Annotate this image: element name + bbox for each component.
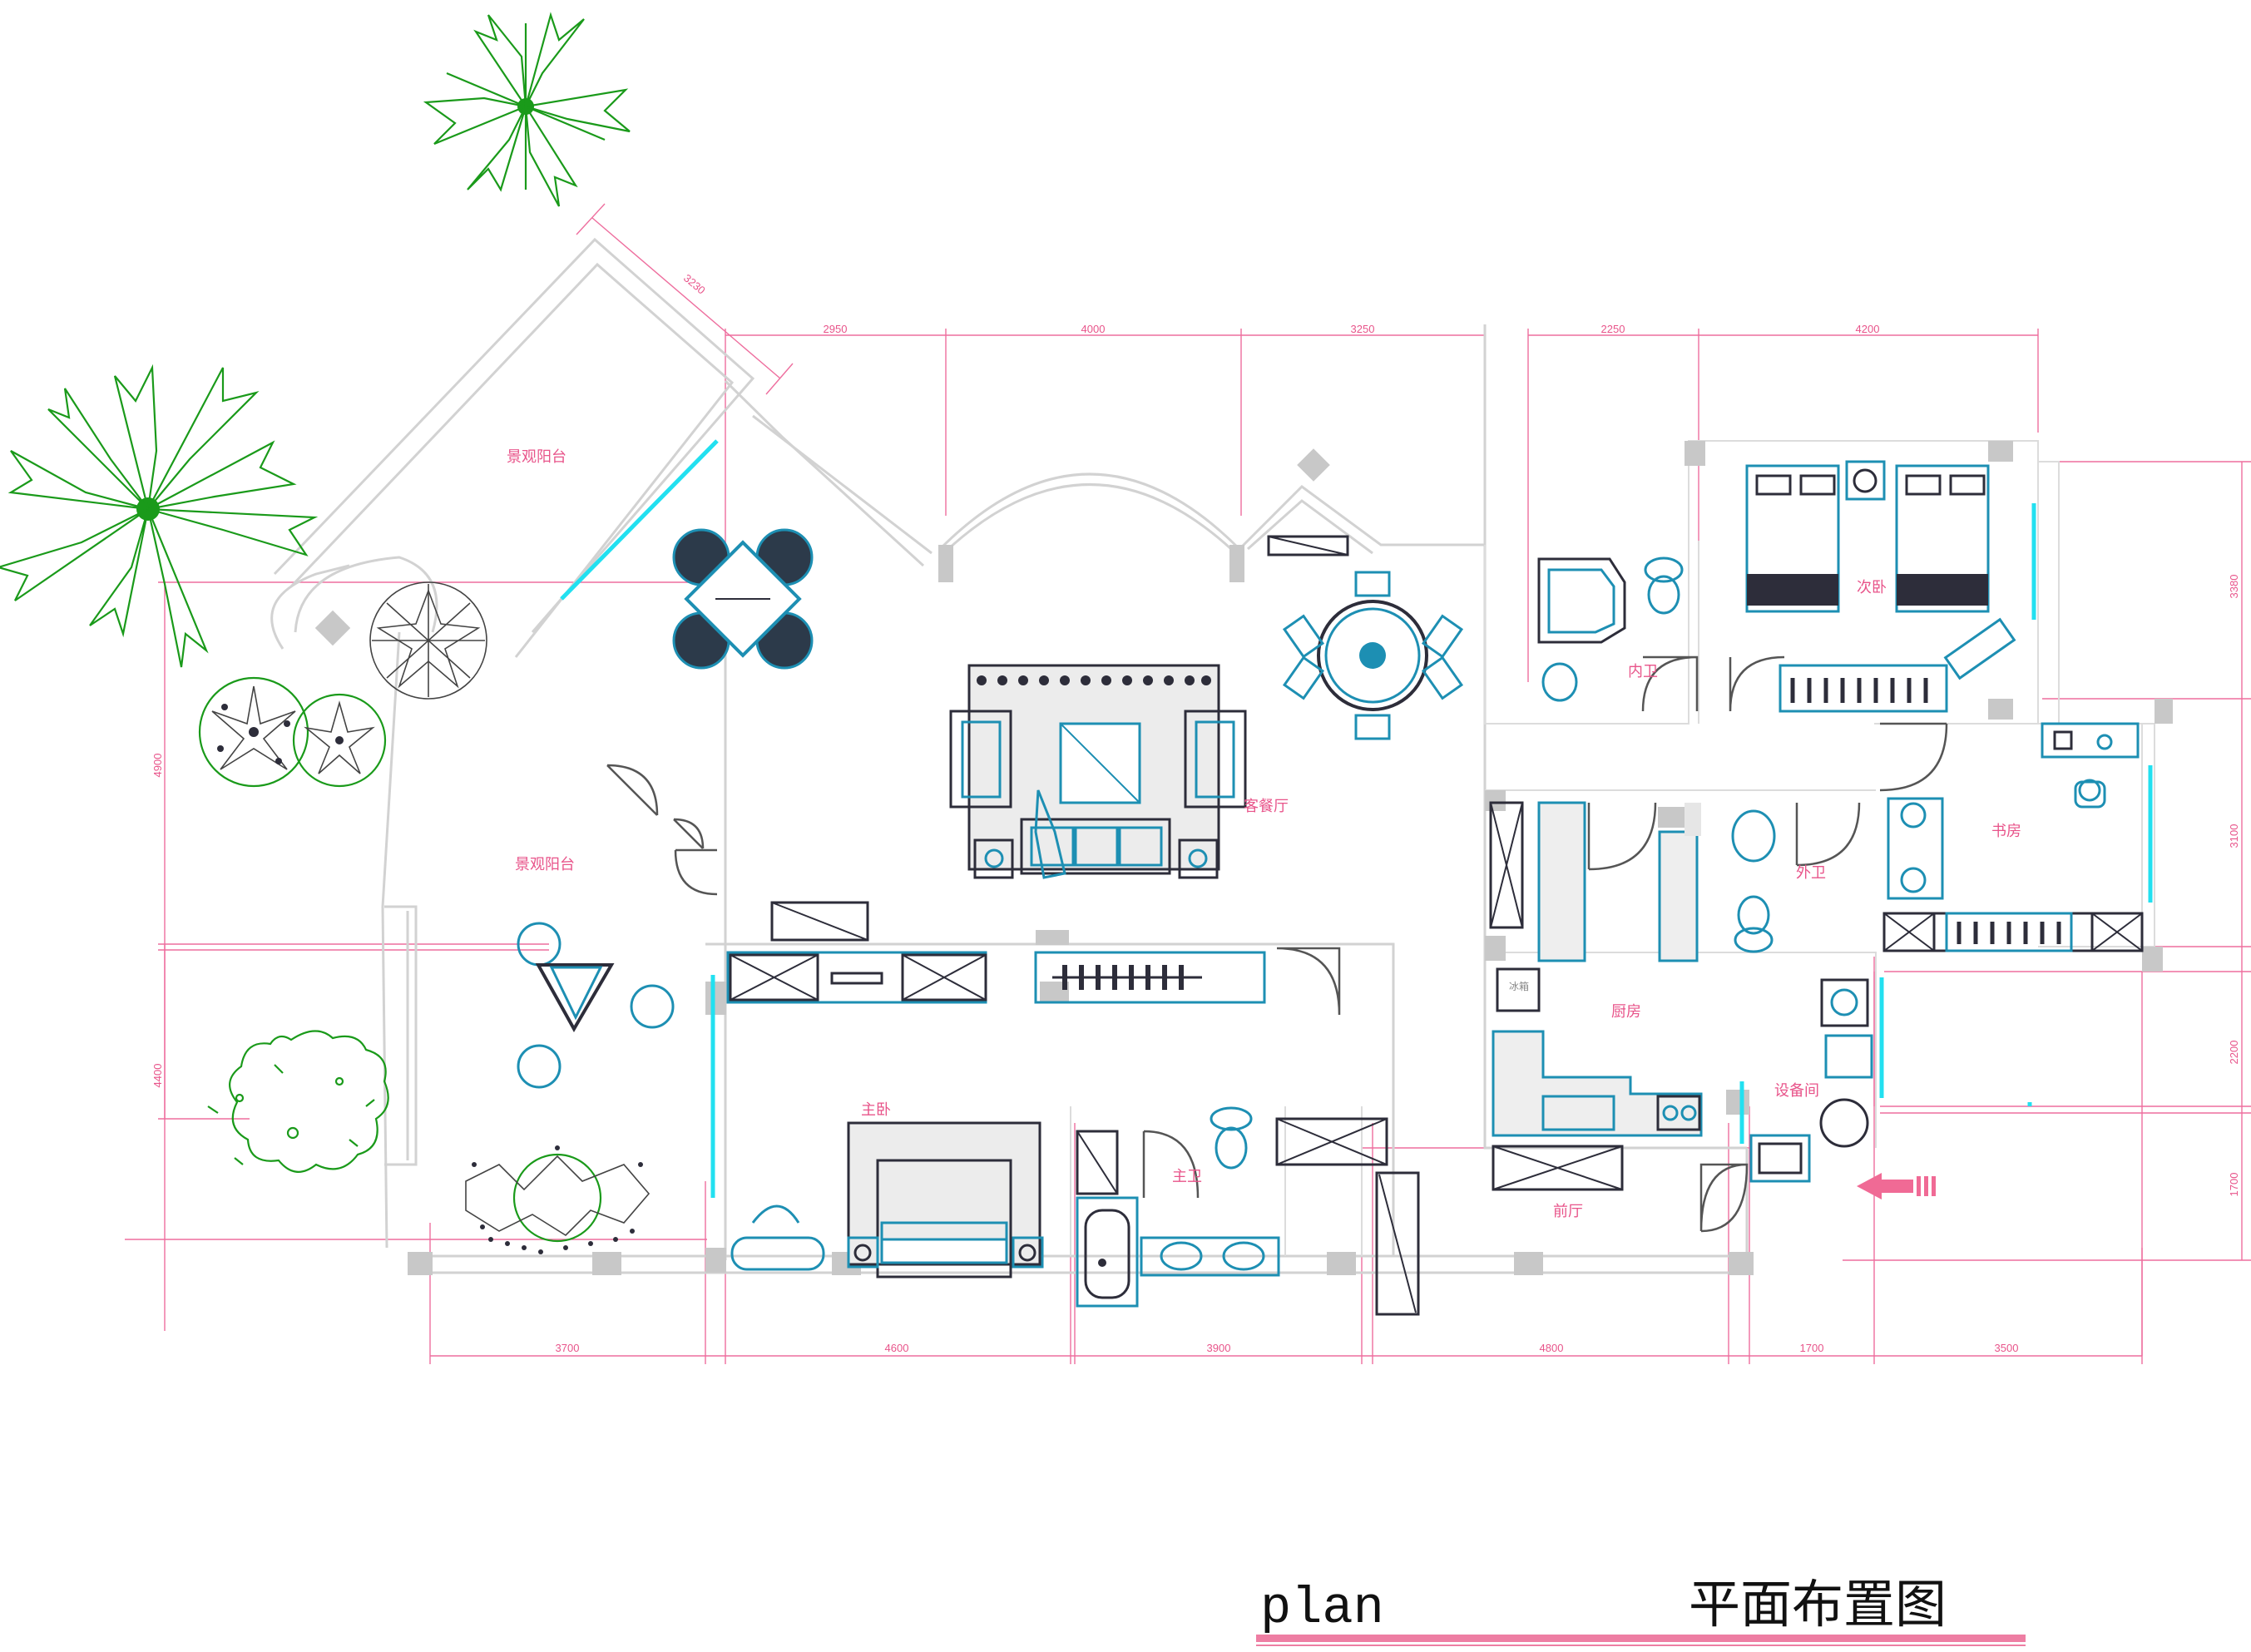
dim-right-3: 2200 [2228, 1041, 2240, 1065]
title-chinese: 平面布置图 [1689, 1574, 1947, 1635]
palm-tree-left [0, 364, 319, 668]
dimension-labels: 2950 4000 3250 2250 4200 3230 3700 4600 … [151, 272, 2240, 1354]
shrub-green-pair [198, 676, 387, 788]
palm-tree-top [423, 12, 631, 207]
dim-right-1: 3380 [2228, 575, 2240, 599]
dim-top-2: 4000 [1081, 323, 1106, 335]
dim-left-1: 4900 [151, 754, 164, 778]
inner-bath-fixtures [1537, 556, 1684, 702]
dim-balcony-diag: 3230 [681, 272, 708, 297]
label-master-bedroom: 主卧 [861, 1101, 891, 1118]
columns [314, 441, 2173, 1275]
dim-top-1: 2950 [824, 323, 848, 335]
shrub-bottom-cluster [465, 1145, 651, 1254]
label-balcony-left: 景观阳台 [515, 856, 575, 873]
master-bed [730, 1121, 1044, 1279]
label-guest-bath: 外卫 [1796, 864, 1826, 881]
dim-top-5: 4200 [1856, 323, 1880, 335]
label-kitchen: 厨房 [1611, 1003, 1641, 1020]
dim-bottom-2: 4600 [885, 1342, 909, 1354]
label-inner-bath: 内卫 [1628, 663, 1658, 680]
master-wardrobe-row [726, 901, 1266, 1004]
dim-bottom-1: 3700 [556, 1342, 580, 1354]
room-labels: 景观阳台 景观阳台 客餐厅 主卧 主卫 内卫 次卧 书房 外卫 厨房 设备间 前… [507, 448, 2021, 1219]
drawing-title: plan 平面布置图 [1256, 1574, 2026, 1646]
label-balcony-top: 景观阳台 [507, 448, 566, 465]
dim-right-2: 3100 [2228, 824, 2240, 848]
dimension-lines [125, 203, 2251, 1364]
title-english: plan [1260, 1579, 1384, 1638]
dim-bottom-4: 4800 [1540, 1342, 1564, 1354]
label-second-bedroom: 次卧 [1857, 579, 1887, 596]
balcony-table-set [672, 528, 814, 670]
balcony-chairs [517, 922, 675, 1089]
label-living-dining: 客餐厅 [1244, 798, 1289, 814]
dim-bottom-6: 3500 [1995, 1342, 2019, 1354]
entrance-arrow [1857, 1173, 1936, 1199]
title-underline [1256, 1635, 2026, 1642]
dim-top-4: 2250 [1601, 323, 1625, 335]
study-furniture [1882, 722, 2144, 952]
dining-table [1267, 535, 1464, 740]
tree-outline-round [207, 1030, 389, 1173]
master-bath-fixtures [1076, 1106, 1420, 1316]
label-master-bath: 主卫 [1172, 1168, 1202, 1185]
dim-top-3: 3250 [1351, 323, 1375, 335]
label-foyer: 前厅 [1553, 1203, 1583, 1219]
dim-bottom-5: 1700 [1800, 1342, 1824, 1354]
shrub-dark-top [369, 581, 487, 700]
doors [606, 655, 1948, 1233]
label-study: 书房 [1991, 823, 2021, 839]
label-equipment-room: 设备间 [1774, 1082, 1819, 1099]
dim-bottom-3: 3900 [1207, 1342, 1231, 1354]
fridge-label: 冰箱 [1509, 980, 1529, 992]
kitchen-fixtures: 冰箱 [1489, 801, 1873, 1191]
living-sofa-set [949, 664, 1247, 879]
dim-right-4: 1700 [2228, 1173, 2240, 1197]
second-bedroom-beds [1745, 460, 2016, 713]
windows [560, 439, 2153, 1198]
dim-left-2: 4400 [151, 1064, 164, 1088]
